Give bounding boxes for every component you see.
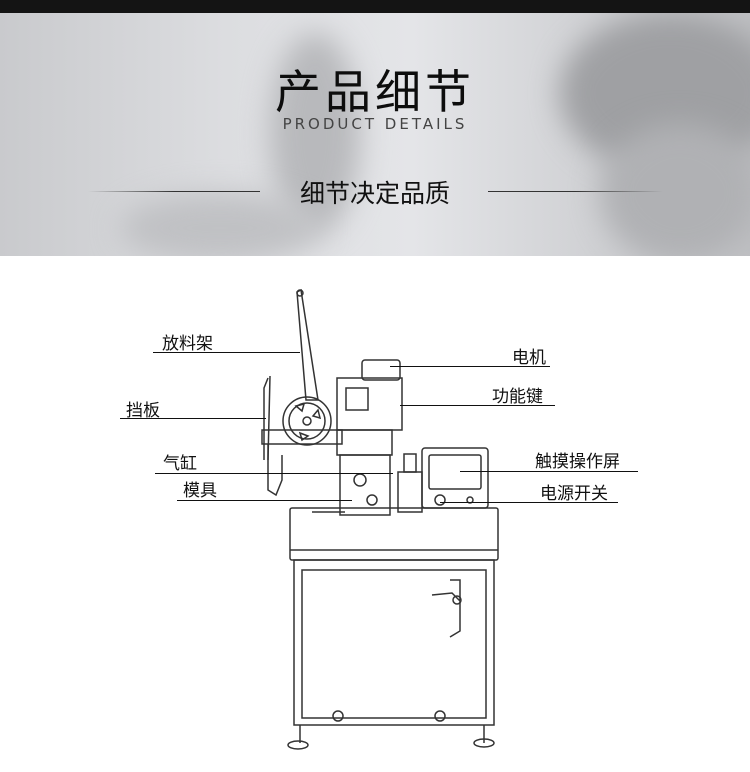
leader-line xyxy=(153,352,300,353)
leader-line xyxy=(440,502,618,503)
divider-right xyxy=(488,191,663,192)
machine-base xyxy=(287,507,499,750)
leader-line xyxy=(460,471,638,472)
background-shape xyxy=(270,33,360,233)
label-baffle: 挡板 xyxy=(126,401,160,421)
label-mold: 模具 xyxy=(183,481,217,501)
label-feed-rack: 放料架 xyxy=(162,334,213,354)
label-touch-screen: 触摸操作屏 xyxy=(535,452,620,472)
leader-line xyxy=(120,418,266,419)
leader-line xyxy=(177,500,352,501)
machine-drawing xyxy=(261,288,499,750)
cylinder xyxy=(397,453,423,513)
background-shape xyxy=(120,193,320,256)
label-power-switch: 电源开关 xyxy=(540,484,608,504)
label-cylinder: 气缸 xyxy=(163,454,197,474)
hero-banner xyxy=(0,13,750,256)
touch-screen xyxy=(421,447,489,509)
divider-left xyxy=(88,191,260,192)
leader-line xyxy=(390,366,550,367)
baffle xyxy=(261,375,343,497)
top-bar xyxy=(0,0,750,13)
leader-line xyxy=(400,405,555,406)
press-unit xyxy=(312,359,403,516)
slogan: 细节决定品质 xyxy=(299,179,450,208)
page-subtitle: PRODUCT DETAILS xyxy=(282,115,468,133)
page-title: 产品细节 xyxy=(275,65,475,119)
leader-line xyxy=(155,473,393,474)
label-motor: 电机 xyxy=(512,348,546,368)
label-function-keys: 功能键 xyxy=(492,387,543,407)
background-shape xyxy=(600,123,750,256)
feed-rack xyxy=(282,288,332,446)
